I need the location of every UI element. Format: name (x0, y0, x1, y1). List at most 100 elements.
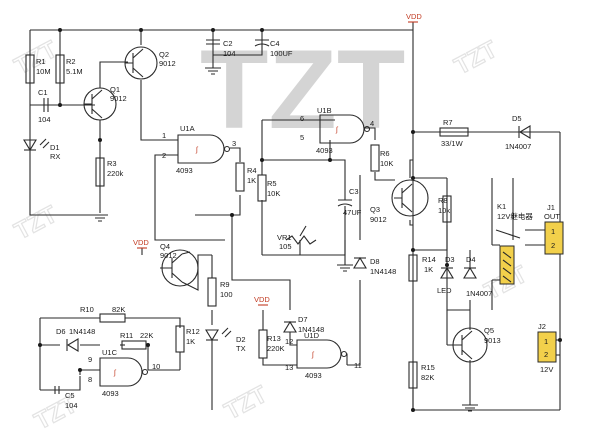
q3-ref: Q3 (370, 205, 380, 214)
r10-ref: R10 (80, 305, 94, 314)
d7-value: 1N4148 (298, 325, 324, 334)
led-d2-tx: D2 TX (205, 327, 246, 353)
svg-text:ʃ: ʃ (113, 368, 117, 377)
q3-value: 9012 (370, 215, 387, 224)
svg-text:ʃ: ʃ (311, 350, 315, 359)
vr1-value: 105 (279, 242, 292, 251)
r14-value: 1K (424, 265, 433, 274)
d2-ref: D2 (236, 335, 246, 344)
u1d-pin12: 12 (285, 337, 293, 346)
diode-d7: D7 1N4148 (283, 315, 324, 334)
r5-value: 10K (267, 189, 280, 198)
potentiometer-vr1: VR1 105 (277, 225, 317, 251)
u1b-pin4: 4 (370, 119, 374, 128)
watermark-tile: TZT (10, 201, 62, 246)
d6-ref: D6 (56, 327, 66, 336)
gate-u1b: ʃ U1B 4093 6 5 4 (300, 106, 374, 155)
junctions (38, 28, 562, 412)
r7-value: 33/1W (441, 139, 464, 148)
u1c-part: 4093 (102, 389, 119, 398)
q2-ref: Q2 (159, 50, 169, 59)
resistor-r13: R13 220K (258, 329, 285, 359)
d3-value: LED (437, 286, 452, 295)
c5-value: 104 (65, 401, 78, 410)
j1-label: OUT (544, 212, 560, 221)
u1d-pin13: 13 (285, 363, 293, 372)
watermark-main: TZT (200, 27, 405, 152)
watermark-tile: TZT (220, 381, 272, 426)
u1c-ref: U1C (102, 348, 118, 357)
c2-value: 104 (223, 49, 236, 58)
r4-ref: R4 (247, 166, 257, 175)
resistor-r3: R3 220k (95, 157, 124, 187)
resistor-r10: R10 82K (80, 305, 126, 323)
c5-ref: C5 (65, 391, 75, 400)
diode-d8: D8 1N4148 (353, 256, 396, 276)
q4-value: 9012 (160, 251, 177, 260)
connector-j2: J2 12V 1 2 (537, 322, 557, 374)
relay-k1: K1 12V继电器 (492, 202, 533, 285)
c1-value: 104 (38, 115, 51, 124)
u1c-pin9: 9 (88, 355, 92, 364)
u1c-pin8: 8 (88, 375, 92, 384)
r1-ref: R1 (36, 57, 46, 66)
svg-text:ʃ: ʃ (335, 125, 339, 134)
r5-ref: R5 (267, 179, 277, 188)
d7-ref: D7 (298, 315, 308, 324)
r4-value: 1K (247, 176, 256, 185)
r8-value: 10k (438, 206, 450, 215)
u1a-ref: U1A (180, 124, 195, 133)
ground-symbol (92, 214, 108, 222)
wires (29, 22, 561, 411)
j2-ref: J2 (538, 322, 546, 331)
r8-ref: R8 (438, 196, 448, 205)
vdd-q4-label: VDD (133, 238, 149, 247)
r6-ref: R6 (380, 149, 390, 158)
resistor-r5: R5 10K (257, 174, 280, 202)
d6-value: 1N4148 (69, 327, 95, 336)
diode-d4: D4 1N4007 (463, 250, 492, 298)
ground-symbol (205, 67, 221, 75)
vdd-r13-label: VDD (254, 295, 270, 304)
u1b-pin6: 6 (300, 114, 304, 123)
vdd-q4: VDD (133, 238, 149, 249)
resistor-r9: R9 100 (207, 277, 233, 307)
r12-value: 1K (186, 337, 195, 346)
resistor-r1: R1 10M (25, 54, 51, 84)
j2-pin1: 1 (544, 337, 548, 346)
resistor-r15: R15 82K (408, 361, 435, 389)
d4-ref: D4 (466, 255, 476, 264)
k1-label: 12V继电器 (497, 211, 533, 221)
capacitor-c2: C2 104 (206, 39, 236, 58)
ground-symbol (337, 264, 353, 272)
j2-pin2: 2 (544, 350, 548, 359)
transistor-q5: Q5 9013 (446, 310, 501, 363)
r2-ref: R2 (66, 57, 76, 66)
r10-value: 82K (112, 305, 125, 314)
d1-ref: D1 (50, 143, 60, 152)
r3-ref: R3 (107, 159, 117, 168)
c4-value: 100UF (270, 49, 293, 58)
k1-ref: K1 (497, 202, 506, 211)
r11-value: 22K (140, 331, 153, 340)
resistor-r12: R12 1K (175, 325, 200, 353)
q5-value: 9013 (484, 336, 501, 345)
ground-symbol (462, 385, 478, 412)
r2-value: 5.1M (66, 67, 83, 76)
u1b-pin5: 5 (300, 133, 304, 142)
capacitor-c1: C1 104 (38, 88, 51, 124)
d8-ref: D8 (370, 257, 380, 266)
led-d3: D3 LED (437, 255, 455, 295)
capacitor-c5: C5 104 (40, 376, 81, 410)
u1c-pin10: 10 (152, 362, 160, 371)
q5-ref: Q5 (484, 326, 494, 335)
vdd-top: VDD (406, 12, 422, 23)
d2-value: TX (236, 344, 246, 353)
q2-value: 9012 (159, 59, 176, 68)
vdd-top-label: VDD (406, 12, 422, 21)
u1a-pin2: 2 (162, 151, 166, 160)
transistor-q4: Q4 9012 (160, 242, 212, 291)
r9-ref: R9 (220, 280, 230, 289)
